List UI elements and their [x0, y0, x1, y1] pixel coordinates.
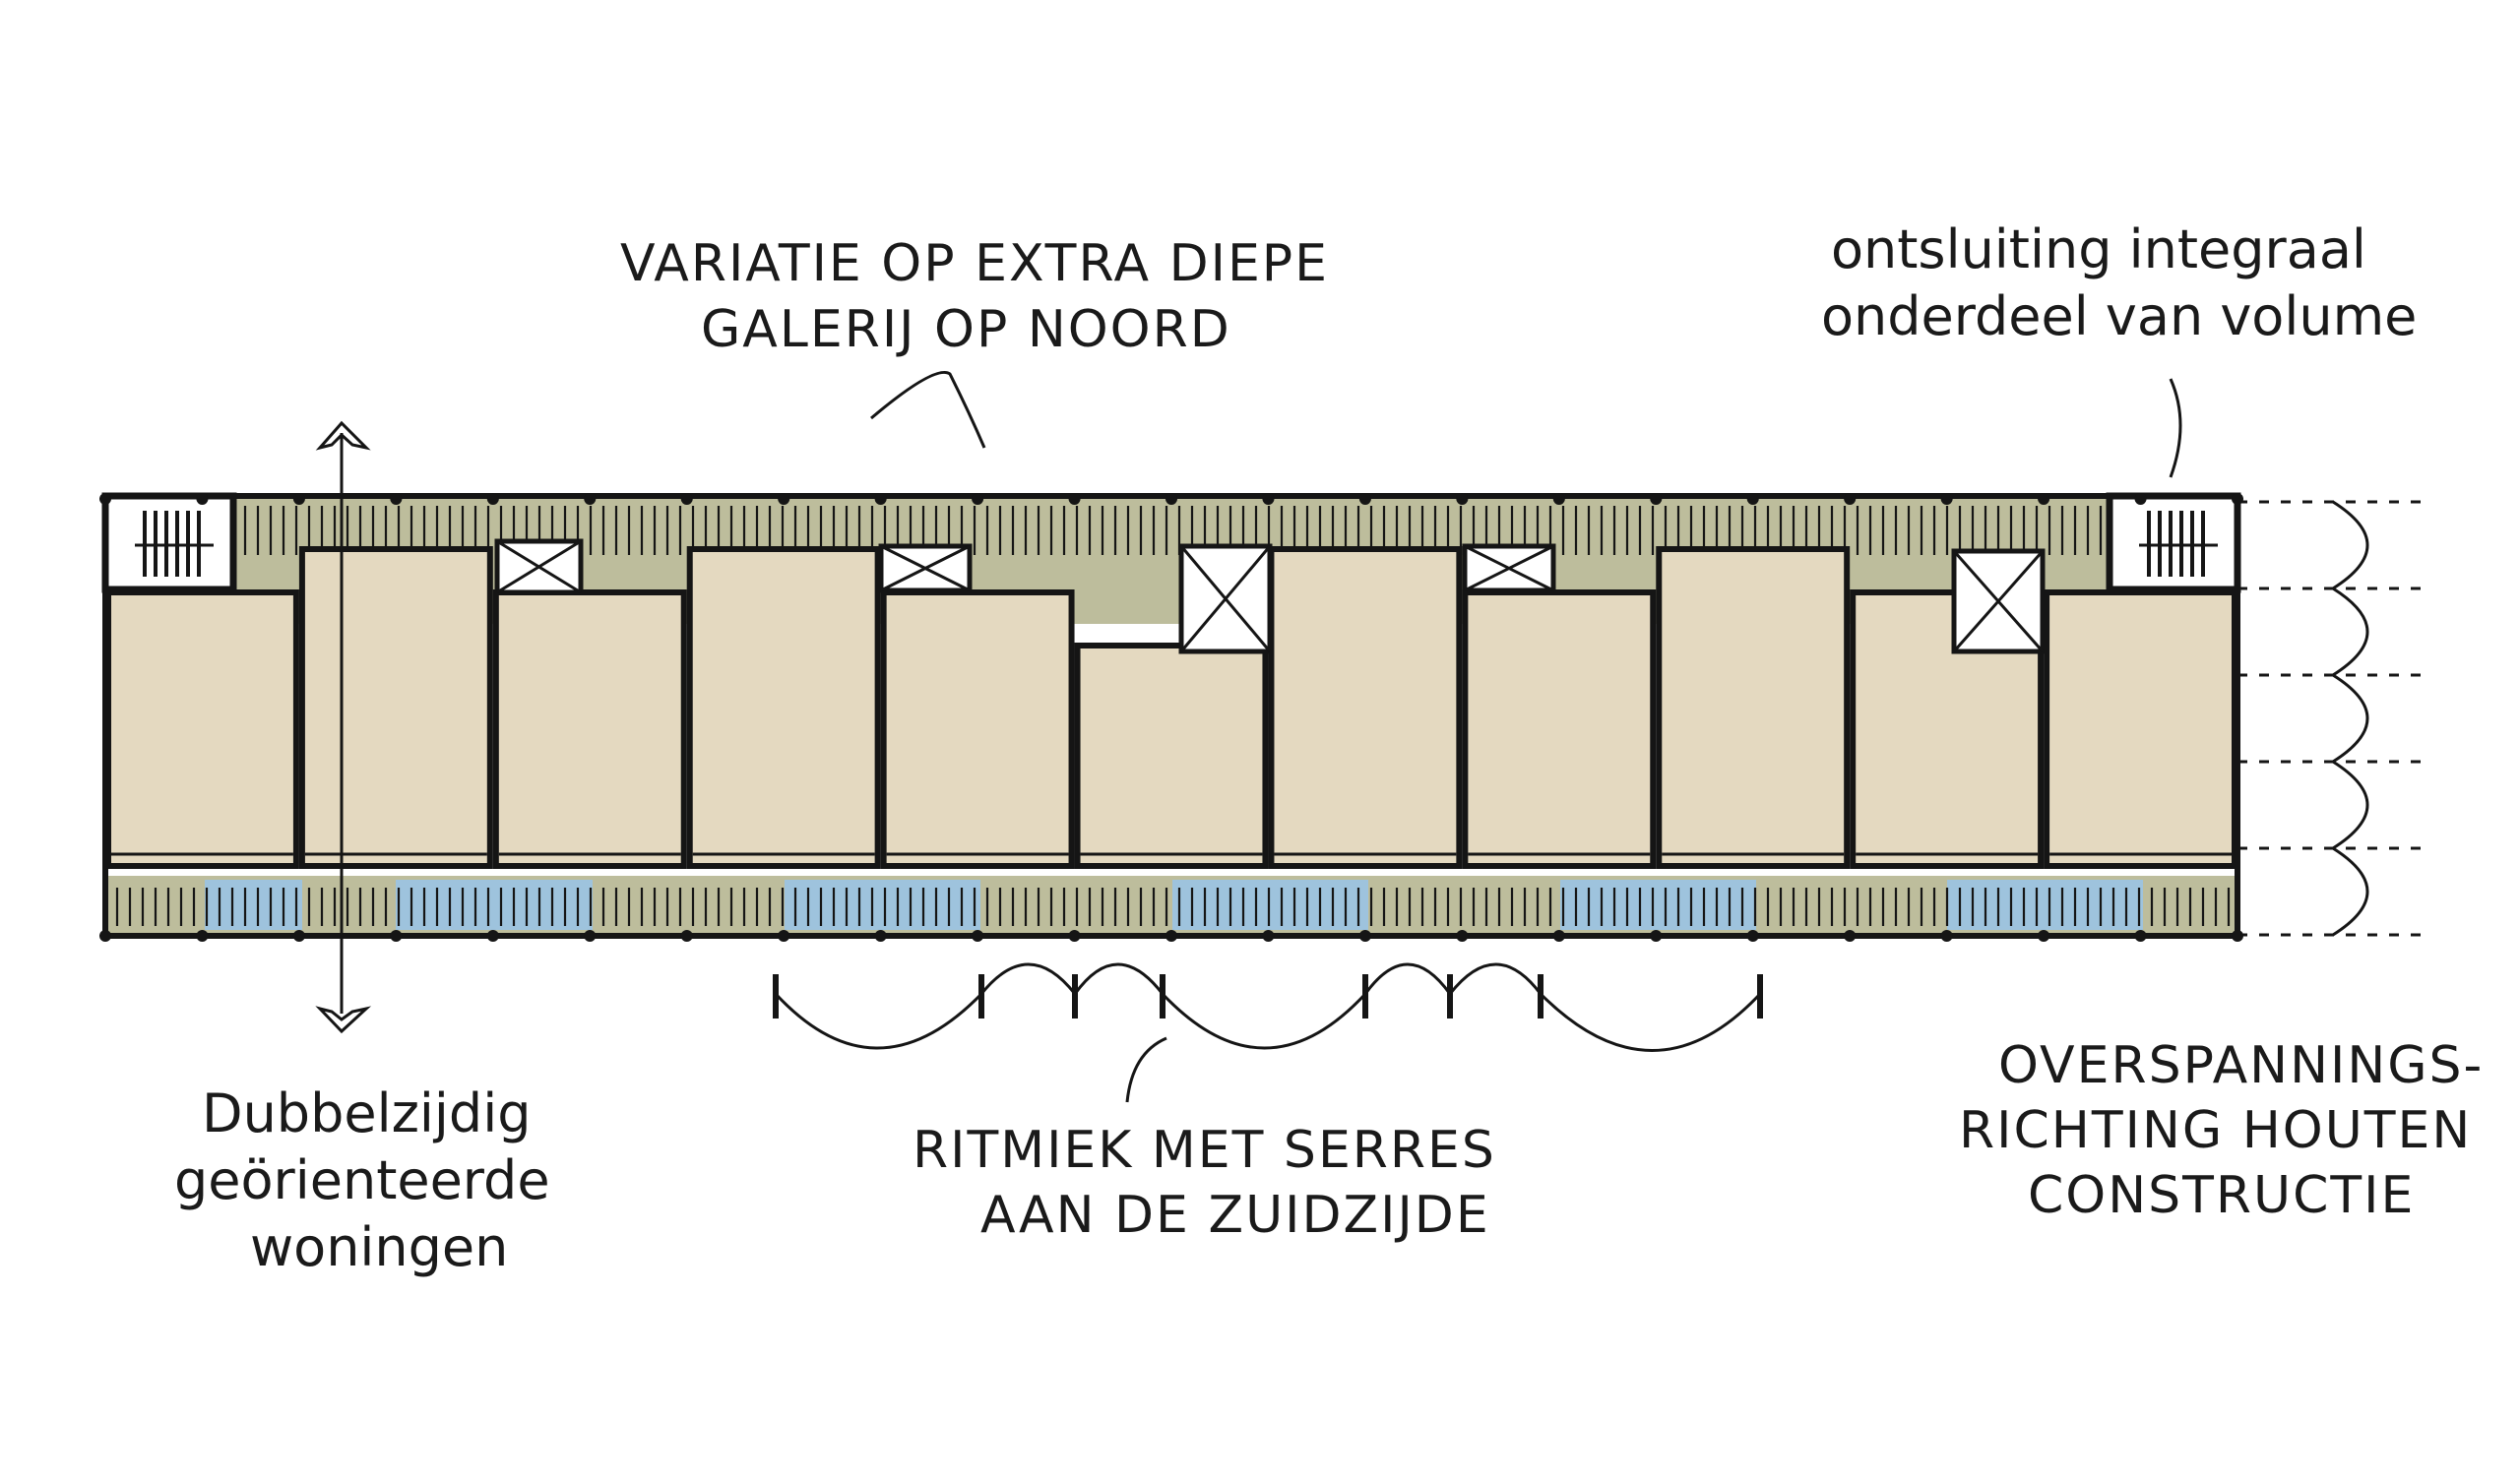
annotation-text: CONSTRUCTIE [2028, 1166, 2415, 1225]
column-dot [680, 930, 693, 942]
dwelling-unit [1268, 546, 1463, 869]
dwelling-unit [1656, 546, 1851, 869]
annotation-text: Dubbelzijdig [202, 1082, 532, 1144]
annotation-text: ontsluiting integraal [1831, 218, 2366, 280]
dwelling-unit [1074, 643, 1269, 869]
shaft-cross [1952, 550, 2045, 652]
column-dot [972, 493, 984, 505]
serre [1947, 880, 2143, 930]
annotation-text: onderdeel van volume [1821, 285, 2417, 347]
annotation-text: RITMIEK MET SERRES [913, 1121, 1496, 1180]
column-dot [1746, 930, 1759, 942]
column-dot [486, 930, 499, 942]
stair-core [2106, 492, 2241, 593]
annotation-text: GALERIJ OP NOORD [701, 300, 1231, 359]
annotation-overspanning: OVERSPANNINGS- RICHTING HOUTEN CONSTRUCT… [1959, 1036, 2484, 1225]
column-dot [1650, 493, 1663, 505]
column-dot [486, 493, 499, 505]
dwelling-unit [105, 589, 299, 869]
column-dot [2134, 930, 2147, 942]
dwelling-unit [686, 546, 881, 869]
arrow-up-icon [315, 420, 371, 451]
serre [396, 880, 593, 930]
stair-core [101, 492, 237, 593]
column-dot [99, 493, 111, 505]
annotation-text: geörienteerde [174, 1149, 550, 1211]
shaft-cross [496, 539, 582, 594]
column-dot [1358, 930, 1371, 942]
column-dot [972, 930, 984, 942]
annotation-galerij: VARIATIE OP EXTRA DIEPE GALERIJ OP NOORD [620, 234, 1329, 449]
column-dot [874, 930, 887, 942]
arrow-down-icon [315, 1006, 372, 1034]
floor-plan [99, 420, 2426, 1052]
dwelling-unit [1462, 589, 1657, 869]
column-dot [1166, 930, 1177, 942]
column-dot [390, 493, 403, 505]
leader-line [2169, 378, 2182, 478]
shaft-cross [1464, 544, 1554, 592]
dwelling-unit [492, 589, 687, 869]
annotation-ritmiek: RITMIEK MET SERRES AAN DE ZUIDZIJDE [913, 1036, 1496, 1245]
rhythm-arc [774, 962, 1762, 1052]
column-dot [778, 930, 790, 942]
column-dot [390, 930, 403, 942]
annotation-dubbelzijdig: Dubbelzijdig geörienteerde woningen [174, 1082, 550, 1278]
column-dot [1844, 493, 1857, 505]
column-dot [1746, 493, 1759, 505]
column-dot [1940, 930, 1953, 942]
shaft-cross [1179, 545, 1272, 652]
column-dot [874, 493, 887, 505]
annotation-text: woningen [250, 1216, 508, 1278]
serre [1172, 880, 1368, 930]
column-dot [584, 493, 597, 505]
column-dot [1068, 493, 1081, 505]
annotation-ontsluiting: ontsluiting integraal onderdeel van volu… [1821, 218, 2417, 478]
column-dot [292, 930, 305, 942]
column-dot [1068, 930, 1081, 942]
leader-line [870, 371, 986, 449]
column-dot [584, 930, 597, 942]
dwelling-unit [2044, 589, 2237, 869]
column-dot [1166, 493, 1177, 505]
column-dot [1940, 493, 1953, 505]
span-curve [2330, 500, 2369, 937]
serre [205, 880, 302, 930]
column-dot [1650, 930, 1663, 942]
column-dot [292, 493, 305, 505]
annotation-text: AAN DE ZUIDZIJDE [980, 1186, 1490, 1245]
annotation-text: VARIATIE OP EXTRA DIEPE [620, 234, 1329, 293]
column-dot [1552, 930, 1565, 942]
annotation-text: OVERSPANNINGS- [1998, 1036, 2484, 1095]
column-dot [2134, 493, 2147, 505]
dwelling-unit [298, 546, 493, 869]
column-dot [1456, 930, 1469, 942]
column-dot [1358, 493, 1371, 505]
column-dot [1456, 493, 1469, 505]
column-dot [2038, 493, 2050, 505]
column-dot [1844, 930, 1857, 942]
annotation-text: RICHTING HOUTEN [1959, 1101, 2472, 1160]
column-dot [196, 493, 209, 505]
dwelling-unit [880, 589, 1075, 869]
shaft-cross [880, 544, 971, 592]
column-dot [2038, 930, 2050, 942]
column-dot [1262, 493, 1275, 505]
column-dot [1552, 493, 1565, 505]
serre [785, 880, 980, 930]
column-dot [778, 493, 790, 505]
column-dot [99, 930, 111, 942]
column-dot [680, 493, 693, 505]
leader-line [1125, 1036, 1167, 1103]
serre [1560, 880, 1756, 930]
column-dot [1262, 930, 1275, 942]
column-dot [196, 930, 209, 942]
